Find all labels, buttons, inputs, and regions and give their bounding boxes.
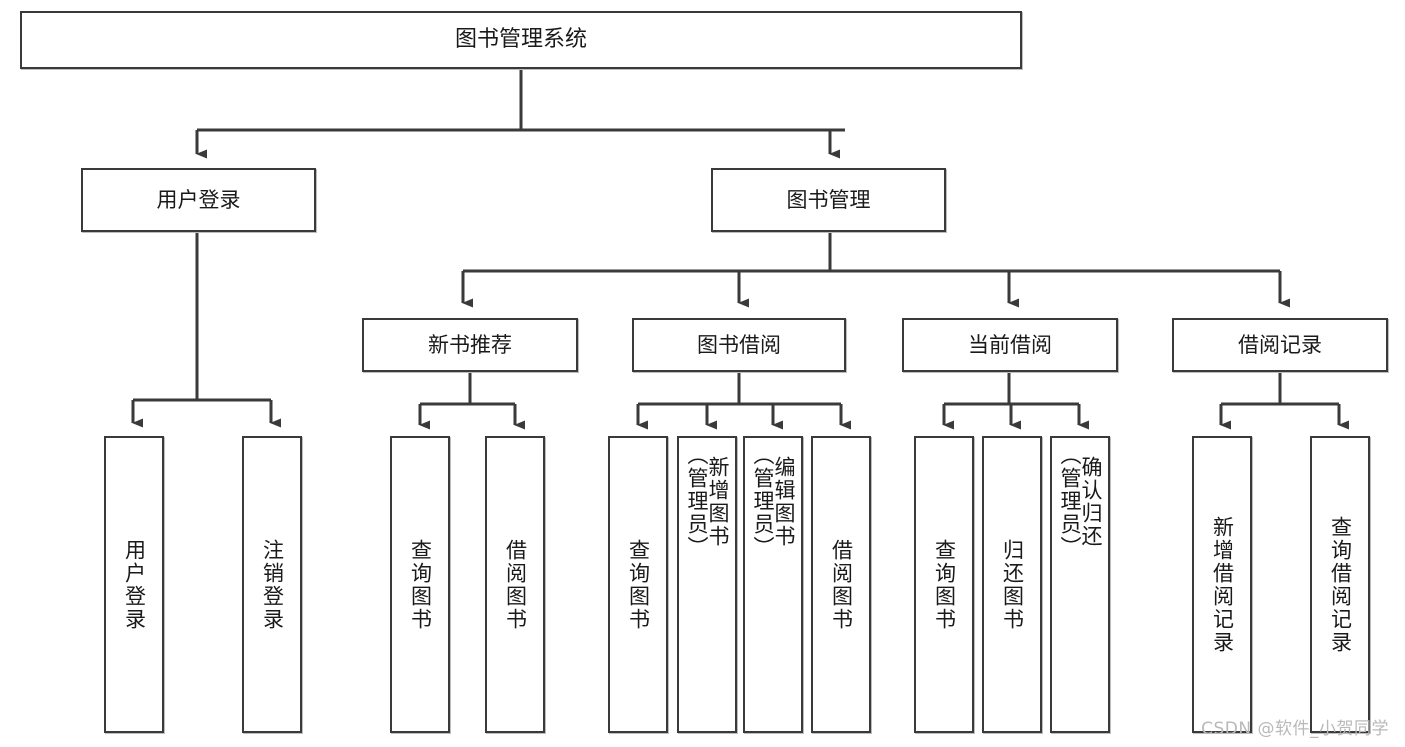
node-leaf-query-book-current[interactable]: 查询图书 bbox=[914, 436, 974, 733]
node-leaf-borrow-book-newbook-label: 借阅图书 bbox=[503, 538, 528, 631]
node-book-management-label: 图书管理 bbox=[786, 187, 871, 212]
node-leaf-user-login[interactable]: 用户登录 bbox=[104, 436, 164, 733]
node-new-book-recommendation[interactable]: 新书推荐 bbox=[362, 318, 578, 372]
node-leaf-add-borrow-record[interactable]: 新增借阅记录 bbox=[1192, 436, 1252, 733]
node-leaf-query-book-borrow[interactable]: 查询图书 bbox=[608, 436, 668, 733]
node-leaf-borrow-book-newbook[interactable]: 借阅图书 bbox=[485, 436, 545, 733]
node-user-login[interactable]: 用户登录 bbox=[81, 168, 316, 232]
node-leaf-return-book[interactable]: 归还图书 bbox=[982, 436, 1042, 733]
node-leaf-return-book-label: 归还图书 bbox=[1000, 538, 1025, 631]
node-current-borrow[interactable]: 当前借阅 bbox=[902, 318, 1118, 372]
node-leaf-borrow-book-borrow[interactable]: 借阅图书 bbox=[811, 436, 871, 733]
node-leaf-logout-label: 注销登录 bbox=[260, 538, 285, 631]
node-borrow-record-label: 借阅记录 bbox=[1238, 332, 1322, 357]
node-leaf-edit-book[interactable]: 编辑图书 （管理员） bbox=[743, 436, 803, 733]
node-leaf-add-book-label: 新增图书 （管理员） bbox=[685, 444, 730, 559]
node-leaf-user-login-label: 用户登录 bbox=[122, 538, 147, 631]
node-leaf-query-book-newbook-label: 查询图书 bbox=[408, 538, 433, 631]
node-leaf-edit-book-label: 编辑图书 （管理员） bbox=[751, 444, 796, 559]
node-root-label: 图书管理系统 bbox=[454, 27, 587, 53]
node-leaf-confirm-return-label: 确认归还 （管理员） bbox=[1058, 444, 1103, 559]
node-borrow-record[interactable]: 借阅记录 bbox=[1172, 318, 1388, 372]
node-leaf-query-book-current-label: 查询图书 bbox=[932, 538, 957, 631]
node-book-borrow[interactable]: 图书借阅 bbox=[632, 318, 846, 372]
node-root-book-management-system[interactable]: 图书管理系统 bbox=[20, 11, 1022, 69]
node-leaf-query-book-newbook[interactable]: 查询图书 bbox=[390, 436, 450, 733]
node-leaf-confirm-return[interactable]: 确认归还 （管理员） bbox=[1050, 436, 1110, 733]
node-leaf-query-book-borrow-label: 查询图书 bbox=[626, 538, 651, 631]
node-book-management[interactable]: 图书管理 bbox=[711, 168, 946, 232]
node-user-login-label: 用户登录 bbox=[156, 187, 241, 212]
node-leaf-logout[interactable]: 注销登录 bbox=[242, 436, 302, 733]
node-leaf-query-borrow-record[interactable]: 查询借阅记录 bbox=[1310, 436, 1370, 733]
node-current-borrow-label: 当前借阅 bbox=[968, 332, 1052, 357]
node-book-borrow-label: 图书借阅 bbox=[697, 332, 781, 357]
node-leaf-add-borrow-record-label: 新增借阅记录 bbox=[1210, 515, 1235, 654]
node-leaf-query-borrow-record-label: 查询借阅记录 bbox=[1328, 515, 1353, 654]
node-new-book-recommendation-label: 新书推荐 bbox=[428, 332, 512, 357]
node-leaf-add-book[interactable]: 新增图书 （管理员） bbox=[677, 436, 737, 733]
node-leaf-borrow-book-borrow-label: 借阅图书 bbox=[829, 538, 854, 631]
